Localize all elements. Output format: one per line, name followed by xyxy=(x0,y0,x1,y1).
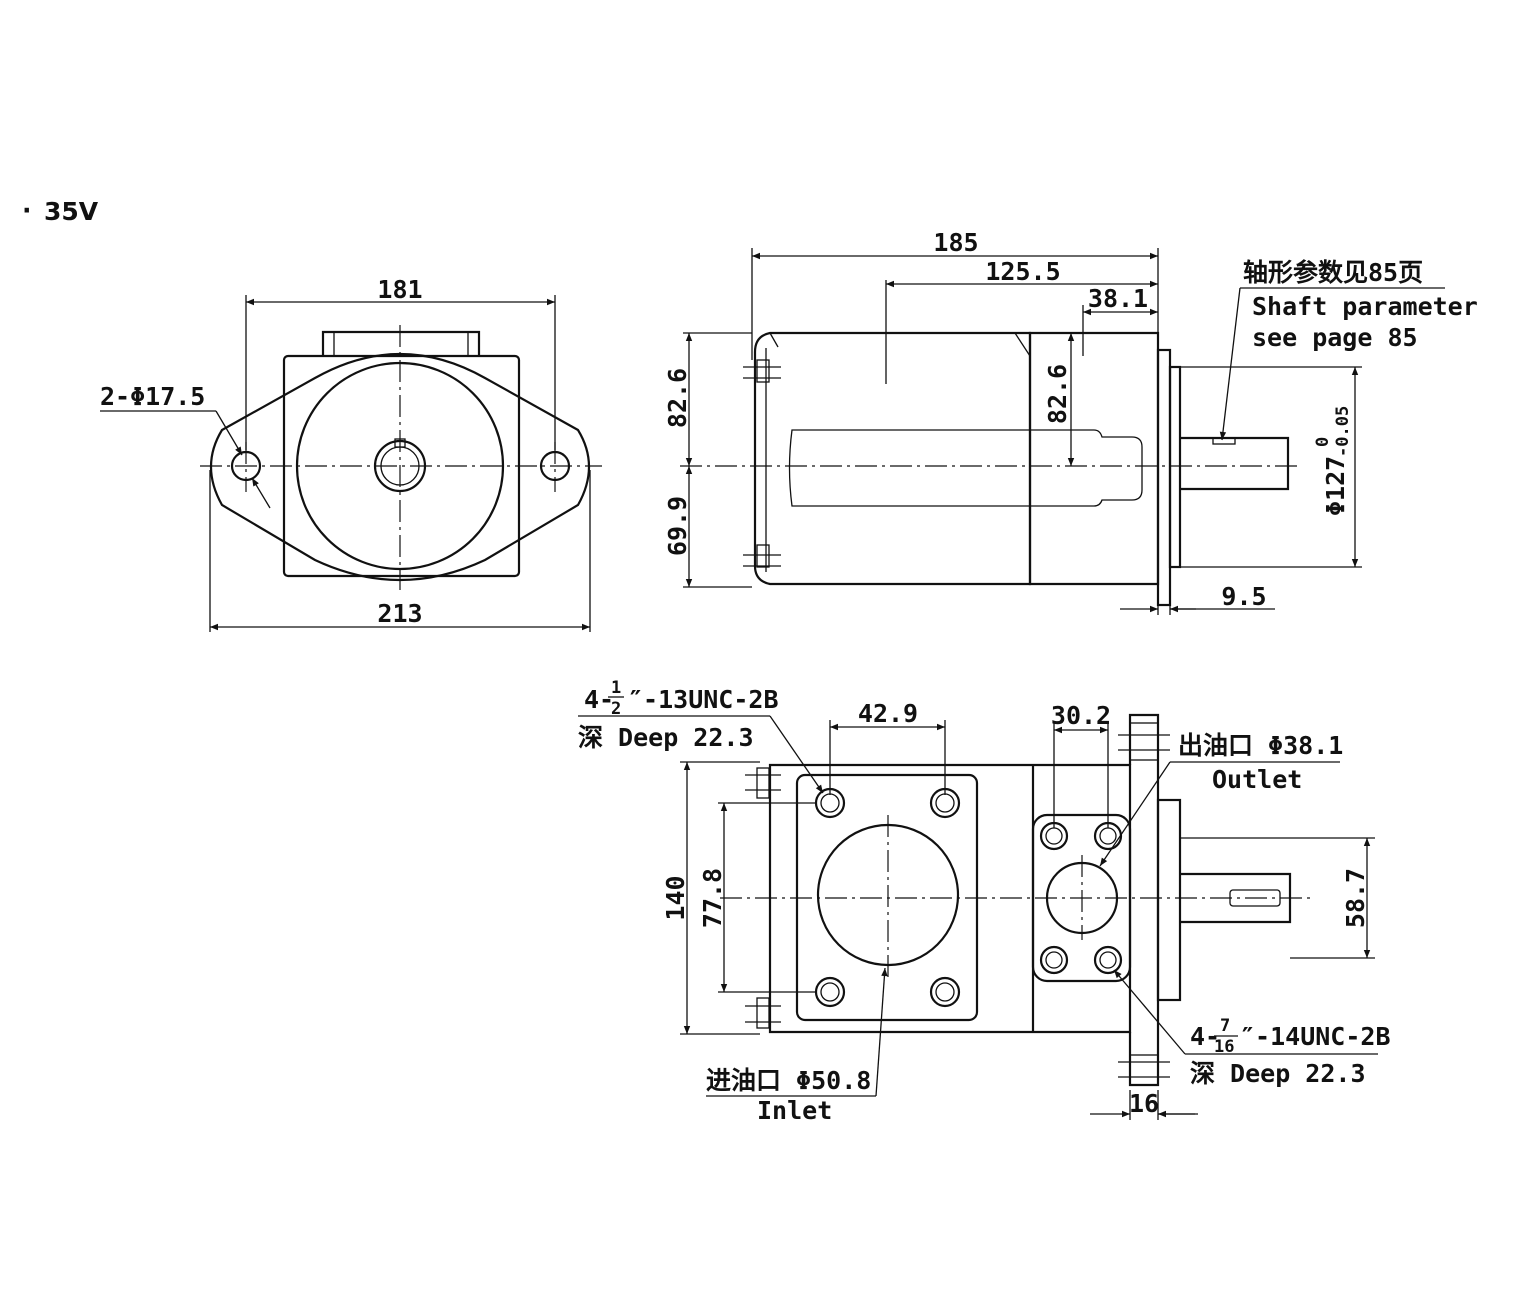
rear-cover xyxy=(753,331,1032,586)
inlet-thread-den: 2 xyxy=(611,699,621,719)
inlet-thread-num: 1 xyxy=(611,678,621,698)
dim-82-6-inner: 82.6 xyxy=(1043,364,1072,424)
outlet-thread-num: 7 xyxy=(1220,1016,1230,1036)
dim-phi-127-tol-lower: -0.05 xyxy=(1333,406,1353,457)
dim-82-6-left: 82.6 xyxy=(663,368,692,428)
dim-9-5: 9.5 xyxy=(1221,582,1266,611)
dim-125-5: 125.5 xyxy=(985,257,1060,286)
outlet-label-cn: 出油口 Φ38.1 xyxy=(1178,731,1343,760)
dim-phi-127-tol-upper: 0 xyxy=(1313,437,1333,447)
dim-16: 16 xyxy=(1129,1089,1159,1118)
flange-edge xyxy=(1128,713,1160,1087)
dim-77-8: 77.8 xyxy=(698,868,727,928)
model-title: 35V xyxy=(44,197,99,226)
inlet-label-en: Inlet xyxy=(757,1096,832,1125)
flange-plate xyxy=(1156,348,1172,607)
shaft-note-en-1: Shaft parameter xyxy=(1252,292,1478,321)
top-boss xyxy=(321,330,481,356)
pilot xyxy=(1168,365,1182,569)
dim-42-9: 42.9 xyxy=(858,699,918,728)
inlet-depth: 深 Deep 22.3 xyxy=(578,723,754,752)
inlet-thread-suffix: ″-13UNC-2B xyxy=(628,685,779,714)
inlet-thread-prefix: 4- xyxy=(584,685,614,714)
outlet-thread-suffix: ″-14UNC-2B xyxy=(1240,1022,1391,1051)
dim-30-2: 30.2 xyxy=(1051,701,1111,730)
outlet-depth: 深 Deep 22.3 xyxy=(1190,1059,1366,1088)
output-shaft xyxy=(1180,436,1290,491)
dim-185: 185 xyxy=(933,228,978,257)
dim-69-9: 69.9 xyxy=(663,496,692,556)
dim-38-1: 38.1 xyxy=(1088,284,1148,313)
mounting-flange xyxy=(209,352,591,582)
dim-140: 140 xyxy=(661,875,690,920)
outlet-thread-den: 16 xyxy=(1214,1037,1234,1057)
pilot-top xyxy=(1156,798,1182,1002)
bullet: · xyxy=(22,196,32,225)
holes-callout: 2-Φ17.5 xyxy=(100,382,205,411)
shaft-note-en-2: see page 85 xyxy=(1252,323,1418,352)
dim-58-7: 58.7 xyxy=(1341,868,1370,928)
shaft-note-cn: 轴形参数见85页 xyxy=(1243,258,1423,287)
outlet-label-en: Outlet xyxy=(1212,765,1302,794)
dim-phi-127: Φ127 xyxy=(1321,456,1350,516)
dim-181: 181 xyxy=(377,275,422,304)
front-view: 181 213 2-Φ17.5 xyxy=(100,275,602,632)
inlet-label-cn: 进油口 Φ50.8 xyxy=(706,1066,871,1095)
side-view: 185 125.5 38.1 82.6 69.9 82.6 Φ127 0 -0.… xyxy=(663,228,1478,615)
outlet-pad xyxy=(1031,813,1132,983)
top-view: 42.9 30.2 140 77.8 58.7 16 4- 1 2 ″-13UN… xyxy=(578,678,1391,1125)
dim-213: 213 xyxy=(377,599,422,628)
